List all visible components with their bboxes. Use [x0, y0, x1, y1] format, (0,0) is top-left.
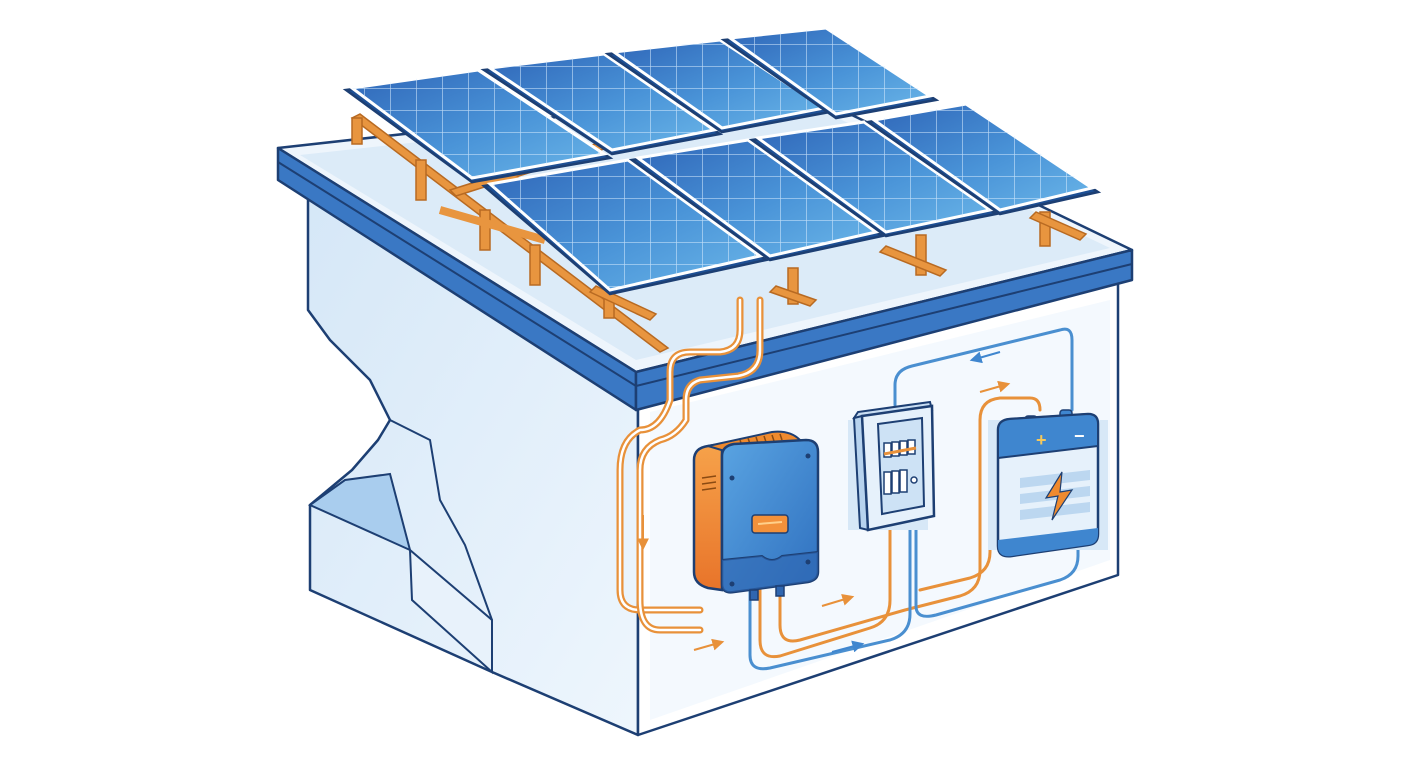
flow-arrow-blue-left [969, 351, 1001, 364]
solar-panel [628, 138, 886, 262]
battery: + − [988, 409, 1108, 558]
inverter [692, 430, 820, 601]
flow-arrow-right [693, 638, 725, 651]
roof-edge-front [634, 248, 1134, 412]
wall-break [308, 472, 412, 552]
solar-panel [720, 26, 940, 120]
solar-array [342, 26, 1102, 296]
solar-panel [864, 102, 1102, 216]
solar-panel [604, 38, 834, 134]
breaker-panel [848, 400, 936, 532]
lightning-bolt-icon [1044, 471, 1074, 521]
flow-arrow-orange-right-2 [821, 594, 855, 607]
solar-panel [481, 158, 770, 296]
solar-panel [480, 52, 724, 156]
flow-arrow-orange-right [979, 380, 1011, 393]
battery-plus-label: + [1036, 430, 1047, 450]
battery-minus-label: − [1074, 426, 1085, 446]
solar-panel [342, 68, 614, 184]
dc-conduit [616, 296, 764, 634]
inverter-side [692, 442, 724, 592]
flow-arrow-blue-right [831, 640, 865, 653]
breaker-switches [883, 439, 918, 495]
solar-panel [748, 120, 1000, 238]
